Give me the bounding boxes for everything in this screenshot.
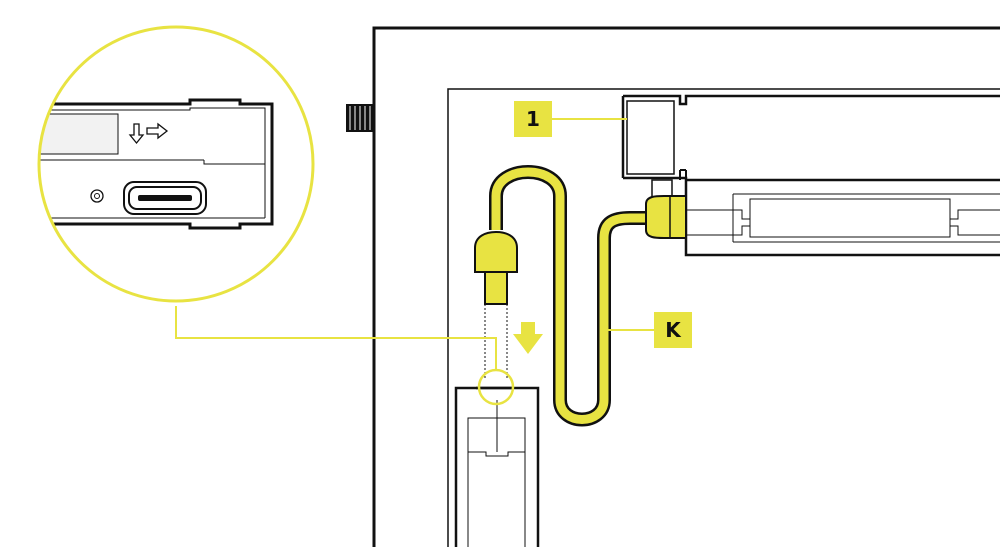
arrow-right-icon — [146, 122, 169, 140]
arrow-down-icon — [128, 123, 145, 145]
module-window — [626, 100, 675, 175]
status-led-icon — [90, 189, 104, 203]
magnified-detail — [39, 27, 313, 301]
label-part-one: 1 — [514, 101, 552, 137]
screw-icon — [346, 104, 374, 132]
outer-frame — [372, 26, 1000, 547]
rail-slot — [686, 209, 751, 236]
callout-line — [175, 306, 497, 370]
cable-k — [489, 165, 652, 427]
device-label-window — [39, 113, 119, 155]
magnified-circle — [37, 25, 315, 303]
inner-frame — [447, 88, 1000, 547]
module-connector — [645, 195, 687, 239]
free-connector — [474, 230, 518, 378]
insert-direction-arrow-icon — [513, 322, 543, 354]
label-cable: K — [654, 312, 692, 348]
port-highlight-circle — [477, 368, 515, 406]
label-cable-text: K — [665, 318, 682, 342]
label-part-one-text: 1 — [526, 107, 540, 131]
usb-c-port-icon — [123, 181, 207, 215]
receiving-module — [454, 386, 540, 547]
